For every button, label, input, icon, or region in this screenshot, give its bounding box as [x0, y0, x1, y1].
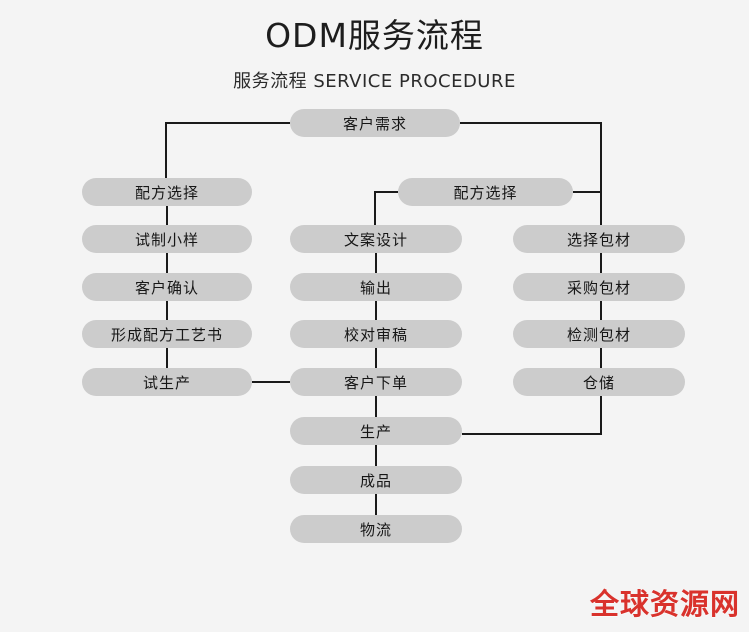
node-trial-sample[interactable]: 试制小样	[82, 225, 252, 253]
page-subtitle: 服务流程 SERVICE PROCEDURE	[233, 71, 516, 92]
node-proofreading-review[interactable]: 校对审稿	[290, 320, 462, 348]
connector-branchhead-to-middle	[374, 191, 398, 225]
node-inspect-packaging[interactable]: 检测包材	[513, 320, 685, 348]
node-copywriting-design[interactable]: 文案设计	[290, 225, 462, 253]
connector-root-to-left	[165, 122, 290, 178]
node-formula-selection[interactable]: 配方选择	[82, 178, 252, 206]
node-select-packaging[interactable]: 选择包材	[513, 225, 685, 253]
node-output[interactable]: 输出	[290, 273, 462, 301]
node-customer-requirement[interactable]: 客户需求	[290, 109, 460, 137]
site-watermark: 全球资源网	[589, 587, 740, 621]
node-customer-order[interactable]: 客户下单	[290, 368, 462, 396]
node-finished-goods[interactable]: 成品	[290, 466, 462, 494]
node-purchase-packaging[interactable]: 采购包材	[513, 273, 685, 301]
node-warehousing[interactable]: 仓储	[513, 368, 685, 396]
page-title: ODM服务流程	[265, 16, 484, 55]
node-formula-selection-branch[interactable]: 配方选择	[398, 178, 573, 206]
node-formula-process-document[interactable]: 形成配方工艺书	[82, 320, 252, 348]
node-customer-confirm[interactable]: 客户确认	[82, 273, 252, 301]
node-trial-production[interactable]: 试生产	[82, 368, 252, 396]
node-logistics[interactable]: 物流	[290, 515, 462, 543]
node-production[interactable]: 生产	[290, 417, 462, 445]
